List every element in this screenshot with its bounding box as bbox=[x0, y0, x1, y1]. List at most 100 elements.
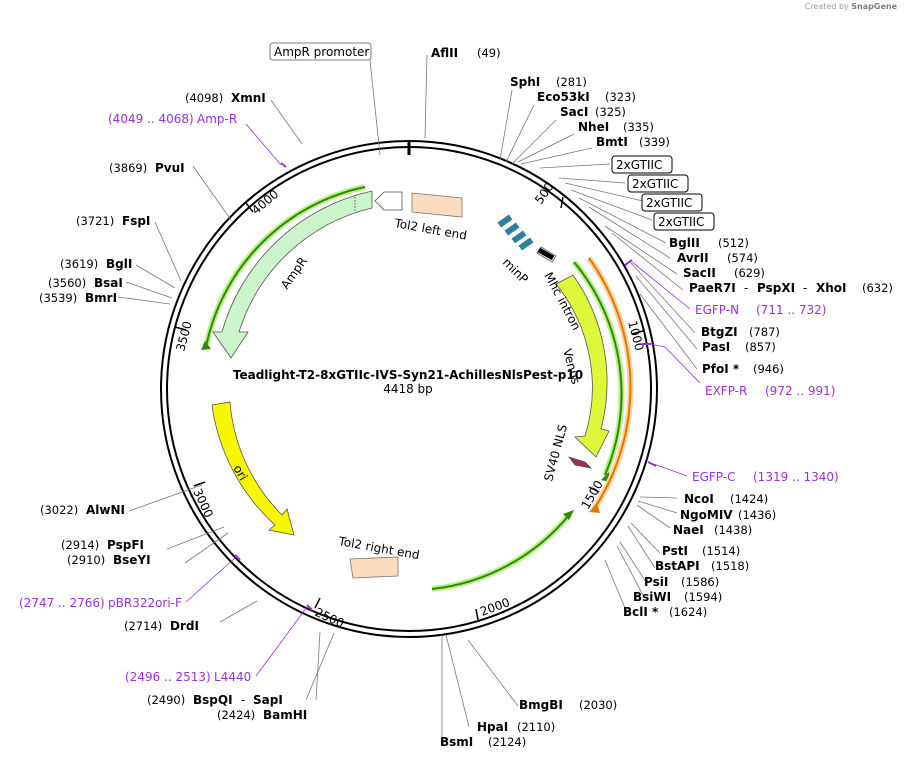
site-saci[interactable]: SacI(325) bbox=[560, 105, 626, 119]
eco53ki-pos: (323) bbox=[605, 90, 636, 104]
bsai-name: BsaI bbox=[94, 276, 123, 290]
site-bgli[interactable]: (3619)BglI bbox=[60, 257, 132, 271]
site-bamhi[interactable]: (2424)BamHI bbox=[217, 708, 307, 722]
site-bstapi[interactable]: BstAPI (1518) bbox=[655, 559, 749, 573]
site-naei[interactable]: NaeI(1438) bbox=[673, 523, 752, 537]
site-sphi[interactable]: SphI(281) bbox=[510, 75, 587, 89]
site-btgzi[interactable]: BtgZI(787) bbox=[701, 325, 780, 339]
naei-name: NaeI bbox=[673, 523, 704, 537]
pasi-pos: (857) bbox=[745, 340, 776, 354]
site-bspqi[interactable]: (2490)BspQI-SapI bbox=[147, 693, 283, 707]
venus-feature[interactable] bbox=[555, 274, 610, 458]
site-psii[interactable]: PsiI(1586) bbox=[644, 575, 719, 589]
site-bcli[interactable]: BclI *(1624) bbox=[623, 605, 707, 619]
site-alwni[interactable]: (3022)AlwNI bbox=[40, 503, 125, 517]
tick-1500 bbox=[588, 486, 600, 493]
primer-pbr322[interactable]: (2747 .. 2766)pBR322ori-F bbox=[19, 596, 182, 610]
tick-2500 bbox=[314, 597, 321, 609]
pasi-name: PasI bbox=[702, 340, 730, 354]
ampr-promoter-feature[interactable] bbox=[374, 191, 403, 211]
hpai-pos: (2110) bbox=[517, 720, 555, 734]
paer7i-sep1: - bbox=[744, 281, 748, 295]
egfp-c-mark bbox=[647, 461, 657, 467]
sacii-name: SacII bbox=[683, 266, 716, 280]
gtiic-box-3 bbox=[641, 193, 703, 212]
bsai-pos: (3560) bbox=[48, 276, 86, 290]
site-sacii[interactable]: SacII(629) bbox=[683, 266, 765, 280]
site-bsiwi[interactable]: BsiWI(1594) bbox=[633, 590, 722, 604]
tol2-left-feature[interactable] bbox=[411, 192, 463, 218]
bseyi-pos: (2910) bbox=[67, 553, 105, 567]
ampr-orf-arrowhead bbox=[201, 341, 211, 350]
primer-exfp-r[interactable]: EXFP-R(972 .. 991) bbox=[705, 384, 835, 398]
pvui-name: PvuI bbox=[155, 161, 185, 175]
tick-4000 bbox=[245, 202, 254, 213]
minp-label: minP bbox=[500, 255, 531, 286]
site-pvui[interactable]: (3869) PvuI bbox=[109, 161, 185, 175]
egfp-n-name: EGFP-N bbox=[695, 303, 739, 317]
enzyme-labels: AflII(49) SphI(281) Eco53kI(323) SacI(32… bbox=[39, 46, 893, 749]
primer-egfp-n[interactable]: EGFP-N(711 .. 732) bbox=[695, 303, 826, 317]
sv40-nls-feature[interactable] bbox=[568, 456, 592, 469]
site-eco53ki[interactable]: Eco53kI(323) bbox=[537, 90, 636, 104]
site-pfoi[interactable]: PfoI *(946) bbox=[702, 362, 784, 376]
gtiic-block-2[interactable] bbox=[504, 222, 520, 236]
primer-amp-r[interactable]: (4049 .. 4068)Amp-R bbox=[108, 112, 237, 126]
ampr-promoter-label: AmpR promoter bbox=[274, 45, 369, 59]
ampr-feature[interactable] bbox=[212, 190, 373, 359]
site-nhei[interactable]: NheI (335) bbox=[578, 120, 654, 134]
site-fspi[interactable]: (3721)FspI bbox=[76, 214, 150, 228]
site-bglii[interactable]: BglII(512) bbox=[669, 236, 749, 250]
pfoi-name: PfoI * bbox=[702, 362, 740, 376]
gtiic-block-4[interactable] bbox=[518, 237, 534, 251]
site-paer7i[interactable]: PaeR7I-PspXI-XhoI(632) bbox=[689, 281, 893, 295]
site-bsmi[interactable]: BsmI(2124) bbox=[440, 735, 526, 749]
pvui-pos: (3869) bbox=[109, 161, 147, 175]
drdi-name: DrdI bbox=[170, 619, 199, 633]
pspxi-name: PspXI bbox=[757, 281, 795, 295]
site-bmgbi[interactable]: BmgBI(2030) bbox=[519, 698, 617, 712]
site-pasi[interactable]: PasI (857) bbox=[702, 340, 776, 354]
site-xmni[interactable]: (4098)XmnI bbox=[185, 91, 266, 105]
pbr322-name: pBR322ori-F bbox=[108, 596, 182, 610]
sapi-name: SapI bbox=[253, 693, 283, 707]
primer-marks bbox=[234, 162, 657, 611]
site-bsai[interactable]: (3560) BsaI bbox=[48, 276, 123, 290]
alwni-pos: (3022) bbox=[40, 503, 78, 517]
site-bmti[interactable]: BmtI(339) bbox=[596, 135, 670, 149]
primer-l4440[interactable]: (2496 .. 2513)L4440 bbox=[125, 670, 251, 684]
site-drdi[interactable]: (2714) DrdI bbox=[124, 619, 199, 633]
minp-feature[interactable] bbox=[537, 247, 555, 261]
nhei-pos: (335) bbox=[623, 120, 654, 134]
bmti-name: BmtI bbox=[596, 135, 628, 149]
ori-feature[interactable] bbox=[211, 401, 295, 536]
orange-orf-line bbox=[588, 257, 632, 510]
tick-4000-label: 4000 bbox=[249, 187, 281, 217]
site-psti[interactable]: PstI(1514) bbox=[662, 544, 740, 558]
gtiic-block-3[interactable] bbox=[511, 230, 527, 244]
saci-name: SacI bbox=[560, 105, 588, 119]
bstapi-name: BstAPI bbox=[655, 559, 700, 573]
drdi-pos: (2714) bbox=[124, 619, 162, 633]
primer-egfp-c[interactable]: EGFP-C(1319 .. 1340) bbox=[692, 470, 839, 484]
bstapi-pos: (1518) bbox=[711, 559, 749, 573]
hpai-name: HpaI bbox=[477, 720, 508, 734]
site-avrii[interactable]: AvrII(574) bbox=[677, 251, 758, 265]
site-ncoi[interactable]: NcoI(1424) bbox=[684, 492, 768, 506]
ncoi-name: NcoI bbox=[684, 492, 714, 506]
l4440-range: (2496 .. 2513) bbox=[125, 670, 211, 684]
bamhi-pos: (2424) bbox=[217, 708, 255, 722]
site-bmri[interactable]: (3539)BmrI bbox=[39, 291, 117, 305]
site-pspfi[interactable]: (2914)PspFI bbox=[61, 538, 144, 552]
plasmid-length: 4418 bp bbox=[383, 382, 433, 396]
bmgbi-name: BmgBI bbox=[519, 698, 563, 712]
site-hpai[interactable]: HpaI (2110) bbox=[477, 720, 555, 734]
nhei-name: NheI bbox=[578, 120, 609, 134]
bgli-pos: (3619) bbox=[60, 257, 98, 271]
site-aflii[interactable]: AflII(49) bbox=[431, 46, 501, 60]
site-bseyi[interactable]: (2910)BseYI bbox=[67, 553, 151, 567]
tol2-right-feature[interactable] bbox=[349, 556, 399, 579]
gtiic-label-2: 2xGTIIC bbox=[632, 177, 678, 191]
gtiic-block-1[interactable] bbox=[497, 214, 513, 228]
site-ngomiv[interactable]: NgoMIV(1436) bbox=[680, 508, 776, 522]
